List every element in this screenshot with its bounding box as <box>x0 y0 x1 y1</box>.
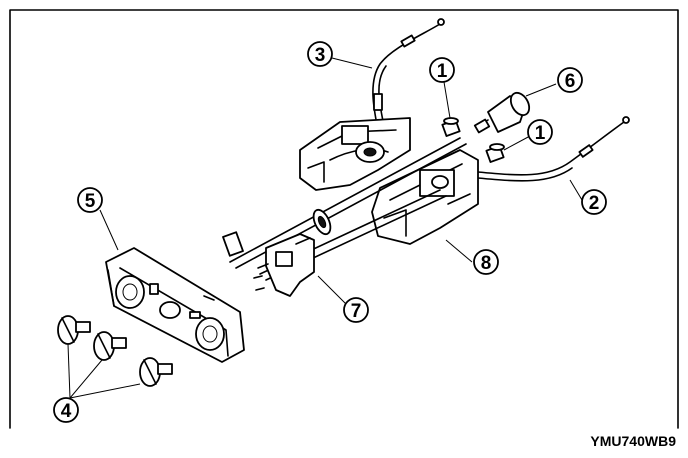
cable-part-2 <box>477 116 630 182</box>
svg-text:1: 1 <box>437 61 448 82</box>
svg-text:2: 2 <box>589 193 600 214</box>
svg-text:7: 7 <box>351 301 362 322</box>
part-1-upper <box>441 117 461 137</box>
svg-text:3: 3 <box>315 45 326 66</box>
figure-code: YMU740WB9 <box>590 433 676 449</box>
svg-text:4: 4 <box>61 401 72 422</box>
callout-2: 2 <box>581 189 607 215</box>
rod-disc <box>312 208 332 236</box>
callout-5: 5 <box>77 187 103 213</box>
callout-1-upper: 1 <box>429 57 455 83</box>
callout-7: 7 <box>343 297 369 323</box>
svg-text:1: 1 <box>535 123 546 144</box>
knob-middle <box>93 331 127 361</box>
svg-text:5: 5 <box>85 191 96 212</box>
callout-4: 4 <box>53 397 79 423</box>
callout-1-lower: 1 <box>527 119 553 145</box>
knob-left <box>57 315 91 345</box>
part-5-control-panel <box>105 247 245 363</box>
part-7-bracket <box>222 231 315 297</box>
svg-text:6: 6 <box>565 71 576 92</box>
callout-6: 6 <box>557 67 583 93</box>
part-6-actuator <box>473 91 531 134</box>
part-1-lower <box>485 143 505 163</box>
leader-lines <box>67 57 583 399</box>
callout-3: 3 <box>307 41 333 67</box>
callout-8: 8 <box>473 249 499 275</box>
upper-housing <box>299 117 411 191</box>
knob-right <box>139 357 173 387</box>
svg-text:8: 8 <box>481 253 492 274</box>
diagram-border <box>9 9 679 429</box>
